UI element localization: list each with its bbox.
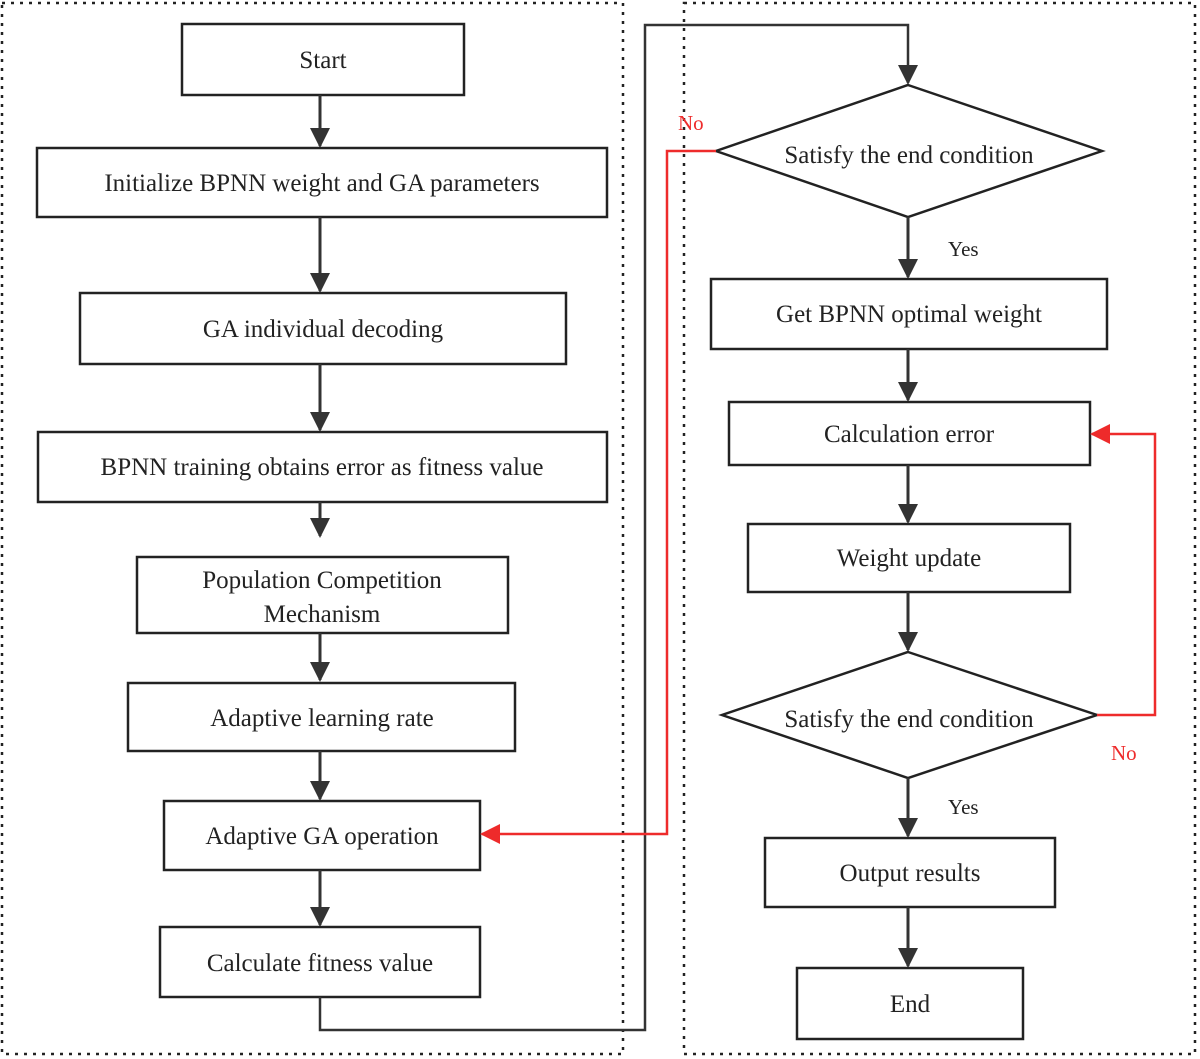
- decision2-node: Satisfy the end condition: [718, 650, 1101, 780]
- no-loop-arrow-1: [480, 149, 716, 844]
- weight-update-node: Weight update: [746, 522, 1072, 594]
- decision1-label: Satisfy the end condition: [784, 142, 1034, 169]
- calc-error-label: Calculation error: [824, 421, 995, 448]
- fitness-node: Calculate fitness value: [158, 925, 482, 999]
- decode-label: GA individual decoding: [203, 316, 444, 343]
- calc-error-node: Calculation error: [727, 400, 1092, 467]
- decode-node: GA individual decoding: [78, 291, 568, 366]
- right-panel-border: [682, 1, 1197, 1056]
- init-node: Initialize BPNN weight and GA parameters: [35, 146, 609, 219]
- train-node: BPNN training obtains error as fitness v…: [36, 430, 609, 504]
- arrow-fitness-to-decision1: [318, 23, 918, 1032]
- alr-label: Adaptive learning rate: [210, 705, 434, 732]
- pcm-label-line2: Mechanism: [264, 601, 381, 628]
- end-node: End: [795, 966, 1025, 1041]
- train-label: BPNN training obtains error as fitness v…: [101, 454, 544, 481]
- aga-label: Adaptive GA operation: [205, 823, 439, 850]
- optimal-label: Get BPNN optimal weight: [776, 301, 1042, 328]
- decision1-node: Satisfy the end condition: [712, 83, 1106, 219]
- no-loop-arrow-2: [1090, 424, 1157, 717]
- left-panel-border: [0, 1, 625, 1056]
- start-label: Start: [299, 47, 346, 74]
- end-label: End: [890, 991, 931, 1018]
- fitness-label: Calculate fitness value: [207, 950, 433, 977]
- pcm-node: Population Competition Mechanism: [135, 555, 510, 635]
- aga-node: Adaptive GA operation: [162, 799, 482, 872]
- output-label: Output results: [840, 860, 981, 887]
- weight-update-label: Weight update: [837, 545, 981, 572]
- optimal-node: Get BPNN optimal weight: [709, 277, 1109, 351]
- decision2-yes-label: Yes: [948, 795, 979, 819]
- pcm-label-line1: Population Competition: [202, 567, 442, 594]
- output-node: Output results: [763, 836, 1057, 909]
- decision2-label: Satisfy the end condition: [784, 706, 1034, 733]
- init-label: Initialize BPNN weight and GA parameters: [104, 170, 539, 197]
- decision2-no-label: No: [1111, 741, 1137, 765]
- decision1-no-label: No: [678, 111, 704, 135]
- alr-node: Adaptive learning rate: [126, 681, 517, 753]
- start-node: Start: [180, 22, 466, 97]
- decision1-yes-label: Yes: [948, 237, 979, 261]
